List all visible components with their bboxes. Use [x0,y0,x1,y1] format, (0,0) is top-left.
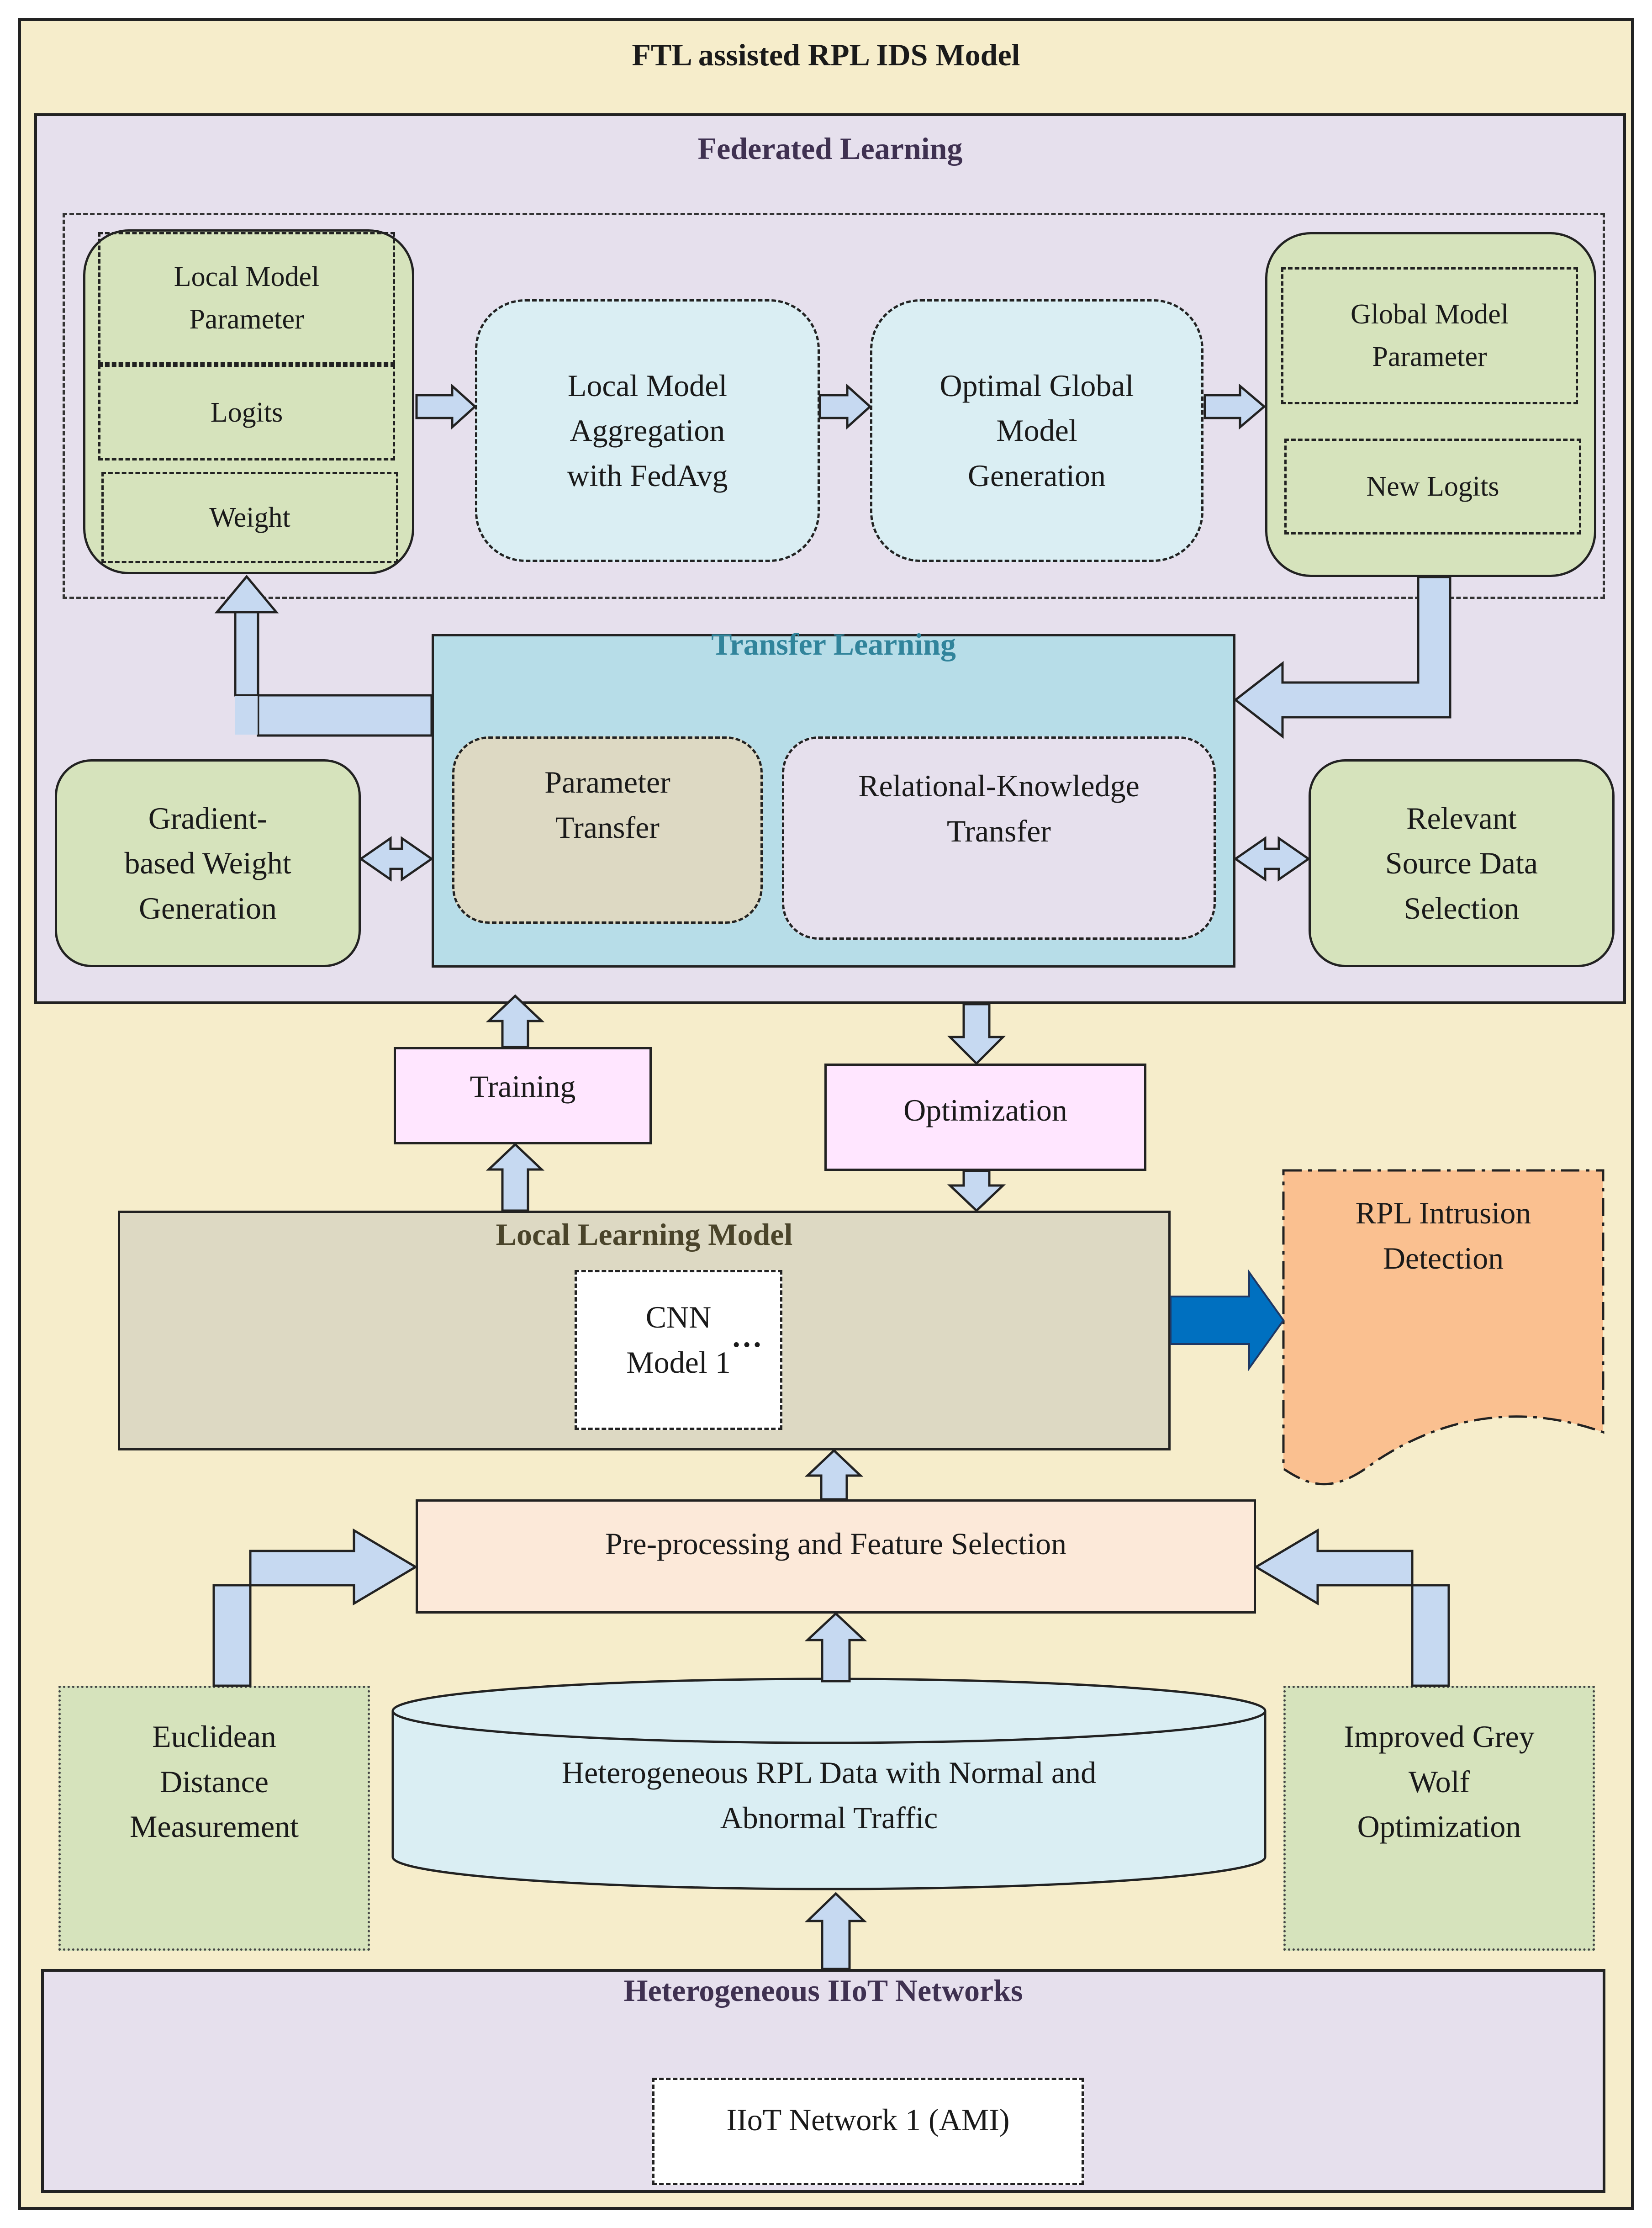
arrow-gradient-transfer [359,836,434,882]
cnn-ellipsis: … [731,1318,762,1354]
training-box: Training [394,1047,652,1144]
arrow-local-to-aggregation [415,383,477,430]
global-model-parameter-box: Global Model Parameter [1281,267,1578,404]
dataset-cylinder-body [391,1711,1267,1890]
heterogeneous-iiot-title: Heterogeneous IIoT Networks [623,1973,1023,2008]
weight-box: Weight [101,472,398,563]
relevant-source-data-box: Relevant Source Data Selection [1309,759,1615,967]
arrow-iiot-to-dataset [804,1892,867,1970]
local-model-group [83,229,414,574]
gradient-weight-generation-box: Gradient- based Weight Generation [55,759,361,967]
arrow-euclidean-to-preprocessing [212,1528,418,1687]
arrow-dataset-to-preprocessing [804,1612,867,1683]
arrow-optimization-to-llm [947,1170,1006,1212]
new-logits-box: New Logits [1284,439,1581,535]
grey-wolf-optimization-box: Improved Grey Wolf Optimization [1283,1686,1595,1951]
arrow-llm-to-detection [1170,1269,1285,1371]
relational-knowledge-transfer-box: Relational-Knowledge Transfer [782,736,1216,940]
arrow-transfer-to-local-params [214,575,433,737]
local-model-parameter-box: Local Model Parameter [98,232,395,365]
local-model-aggregation-box: Local Model Aggregation with FedAvg [475,299,820,562]
arrow-greywolf-to-preprocessing [1254,1528,1450,1687]
logits-box: Logits [98,365,395,460]
arrow-global-to-transfer [1233,576,1451,739]
transfer-learning-title: Transfer Learning [711,626,956,662]
rpl-detection-document [1282,1169,1604,1486]
arrow-preprocessing-to-llm [804,1449,864,1501]
cnn-model-box: CNN Model 1 [575,1270,782,1430]
diagram-title: FTL assisted RPL IDS Model [632,37,1020,72]
global-model-group [1265,232,1596,577]
arrow-llm-to-training [486,1143,545,1212]
local-learning-model-title: Local Learning Model [496,1217,793,1252]
optimization-box: Optimization [824,1064,1146,1171]
arrow-fl-to-optimization [947,1003,1006,1065]
arrow-training-to-fl [486,994,545,1048]
arrow-aggregation-to-optimal [818,383,872,430]
optimal-global-model-box: Optimal Global Model Generation [870,299,1203,562]
federated-inner-boundary [63,213,1605,599]
euclidean-distance-box: Euclidean Distance Measurement [58,1686,370,1951]
dataset-label: Heterogeneous RPL Data with Normal and A… [561,1755,1097,1835]
parameter-transfer-box: Parameter Transfer [452,736,763,924]
rpl-detection-label: RPL Intrusion Detection [1355,1196,1531,1275]
arrow-transfer-relevant [1233,836,1311,882]
iiot-network-box: IIoT Network 1 (AMI) [652,2078,1084,2185]
federated-learning-title: Federated Learning [697,131,963,166]
arrow-optimal-to-global [1203,383,1266,430]
